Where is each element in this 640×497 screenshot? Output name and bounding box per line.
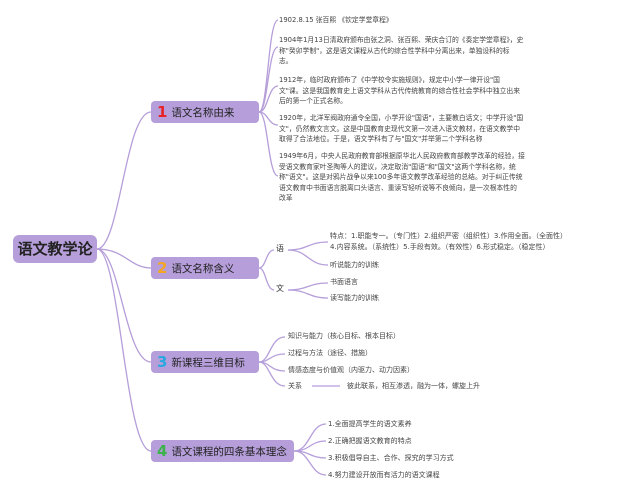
edge-root-branch-3 [96,248,152,363]
b1-item-3-line2: 文"课。这是我国教育史上语文学科从古代传统教育的综合性社会学科中独立出来 [279,86,521,95]
b1-item-1: 1902.8.15 张百熙 《钦定学堂章程》 [279,16,393,24]
b1-item-3-line1: 1912年，临时政府颁布了《中学校令实施规则》，规定中小学一律开设"国 [279,76,500,84]
branch-number: 4 [157,441,168,460]
root-node[interactable]: 语文教学论 [13,235,97,263]
b2-duxie: 读写能力的训练 [330,294,379,302]
branch-number: 1 [157,102,168,121]
b4-item-2: 2.正确把握语文教育的特点 [328,437,412,445]
b4-item-1: 1.全面提高学生的语文素养 [328,420,412,428]
edge-b1-item2 [258,46,279,113]
b4-item-4: 4.努力建设开放而有活力的语文课程 [328,471,440,479]
edge-root-branch-4 [96,248,152,452]
b3-item-2: 过程与方法（途径、措施） [288,349,372,357]
b1-item-2-line2: 称"癸卯学制"，这是语文课程从古代的综合性学科中分离出来，单独设科的标 [279,46,510,55]
b2-shumian: 书面语言 [330,278,358,286]
b1-item-3-line3: 后的第一个正式名称。 [279,97,347,105]
edge-b2-wen [258,267,275,291]
b3-item-3: 情感态度与价值观（内驱力、动力因素） [288,366,414,374]
b1-item-5-line4: 语文教育中书面语言脱离口头语言、重读写轻听说等不良倾向，是一次根本性的 [279,183,517,192]
b2-tedian-line1: 特点：1.职能专一。（专门性）2.组织严密（组织性）3.作用全面。（全面性） [330,232,568,240]
sub-node-wen[interactable]: 文 [276,284,284,293]
branch-node-4[interactable]: 4 语文课程的四条基本理念 [151,440,294,462]
edge-b2-yu [258,249,275,269]
branch-node-2[interactable]: 2 语文名称含义 [151,257,259,279]
b1-item-5-line3: 称"语文"。这是对鸦片战争以来100多年语文教学改革经验的总结。对于纠正传统 [279,173,523,181]
edge-b4-item1 [293,423,327,452]
edge-root-branch-1 [96,111,152,250]
edge-b4-item4 [293,450,327,476]
b4-item-3: 3.积极倡导自主、合作、探究的学习方式 [328,454,454,462]
b1-item-5-line5: 改革 [279,194,293,202]
b3-relation-label: 关系 [288,382,302,390]
branch-label: 语文名称含义 [171,262,235,275]
b1-item-5-line2: 受语文教育家叶圣陶等人的建议，决定取消"国语"和"国文"这两个学科名称，统 [279,162,516,171]
sub-node-yu[interactable]: 语 [276,244,284,253]
branch-label: 语文课程的四条基本理念 [171,445,287,458]
edge-wen-shumian [287,282,329,291]
branch-label: 新课程三维目标 [171,356,245,369]
b2-tedian-line2: 4.内容系统。（系统性）5.手段有效。（有效性）6.形式稳定。（稳定性） [330,243,550,251]
b1-item-4-line2: 文"，仍然教文言文。这是中国教育史现代文第一次进入语文教材，在语文教学中 [279,124,521,133]
branch-node-1[interactable]: 1 语文名称由来 [151,101,259,123]
edge-b3-item4 [258,361,286,387]
edge-wen-duxie [287,289,329,299]
branch-label: 语文名称由来 [171,106,235,119]
edge-yu-tingshuo [287,249,329,266]
b1-item-2-line3: 志。 [279,57,293,65]
b3-item-1: 知识与能力（核心目标、根本目标） [288,332,400,340]
edge-b3-item1 [258,336,286,363]
b1-item-4-line3: 取得了合法地位。于是，语文学科有了与"国文"并举第二个学科名称 [279,135,483,143]
b1-item-4-line1: 1920年，北洋军阀政府通令全国，小学开设"国语"，主要教白话文；中学开设"国 [279,114,524,122]
edge-b1-item3 [258,85,279,113]
b1-item-5-line1: 1949年6月，中央人民政府教育部根据原华北人民政府教育部教学改革的经验，接 [279,152,525,160]
branch-number: 3 [157,352,168,371]
branch-number: 2 [157,258,168,277]
b1-item-2-line1: 1904年1月13日清政府颁布由张之洞、张百熙、荣庆合订的《奏定学堂章程》，史 [279,36,524,44]
b3-relation-detail: 彼此联系，相互渗透，融为一体，螺旋上升 [347,382,480,390]
branch-node-3[interactable]: 3 新课程三维目标 [151,351,259,373]
edge-b1-item5 [258,111,279,177]
edge-root-branch-2 [96,248,152,269]
b2-tingshuo: 听说能力的训练 [330,261,379,269]
edge-yu-tedian [287,241,329,251]
